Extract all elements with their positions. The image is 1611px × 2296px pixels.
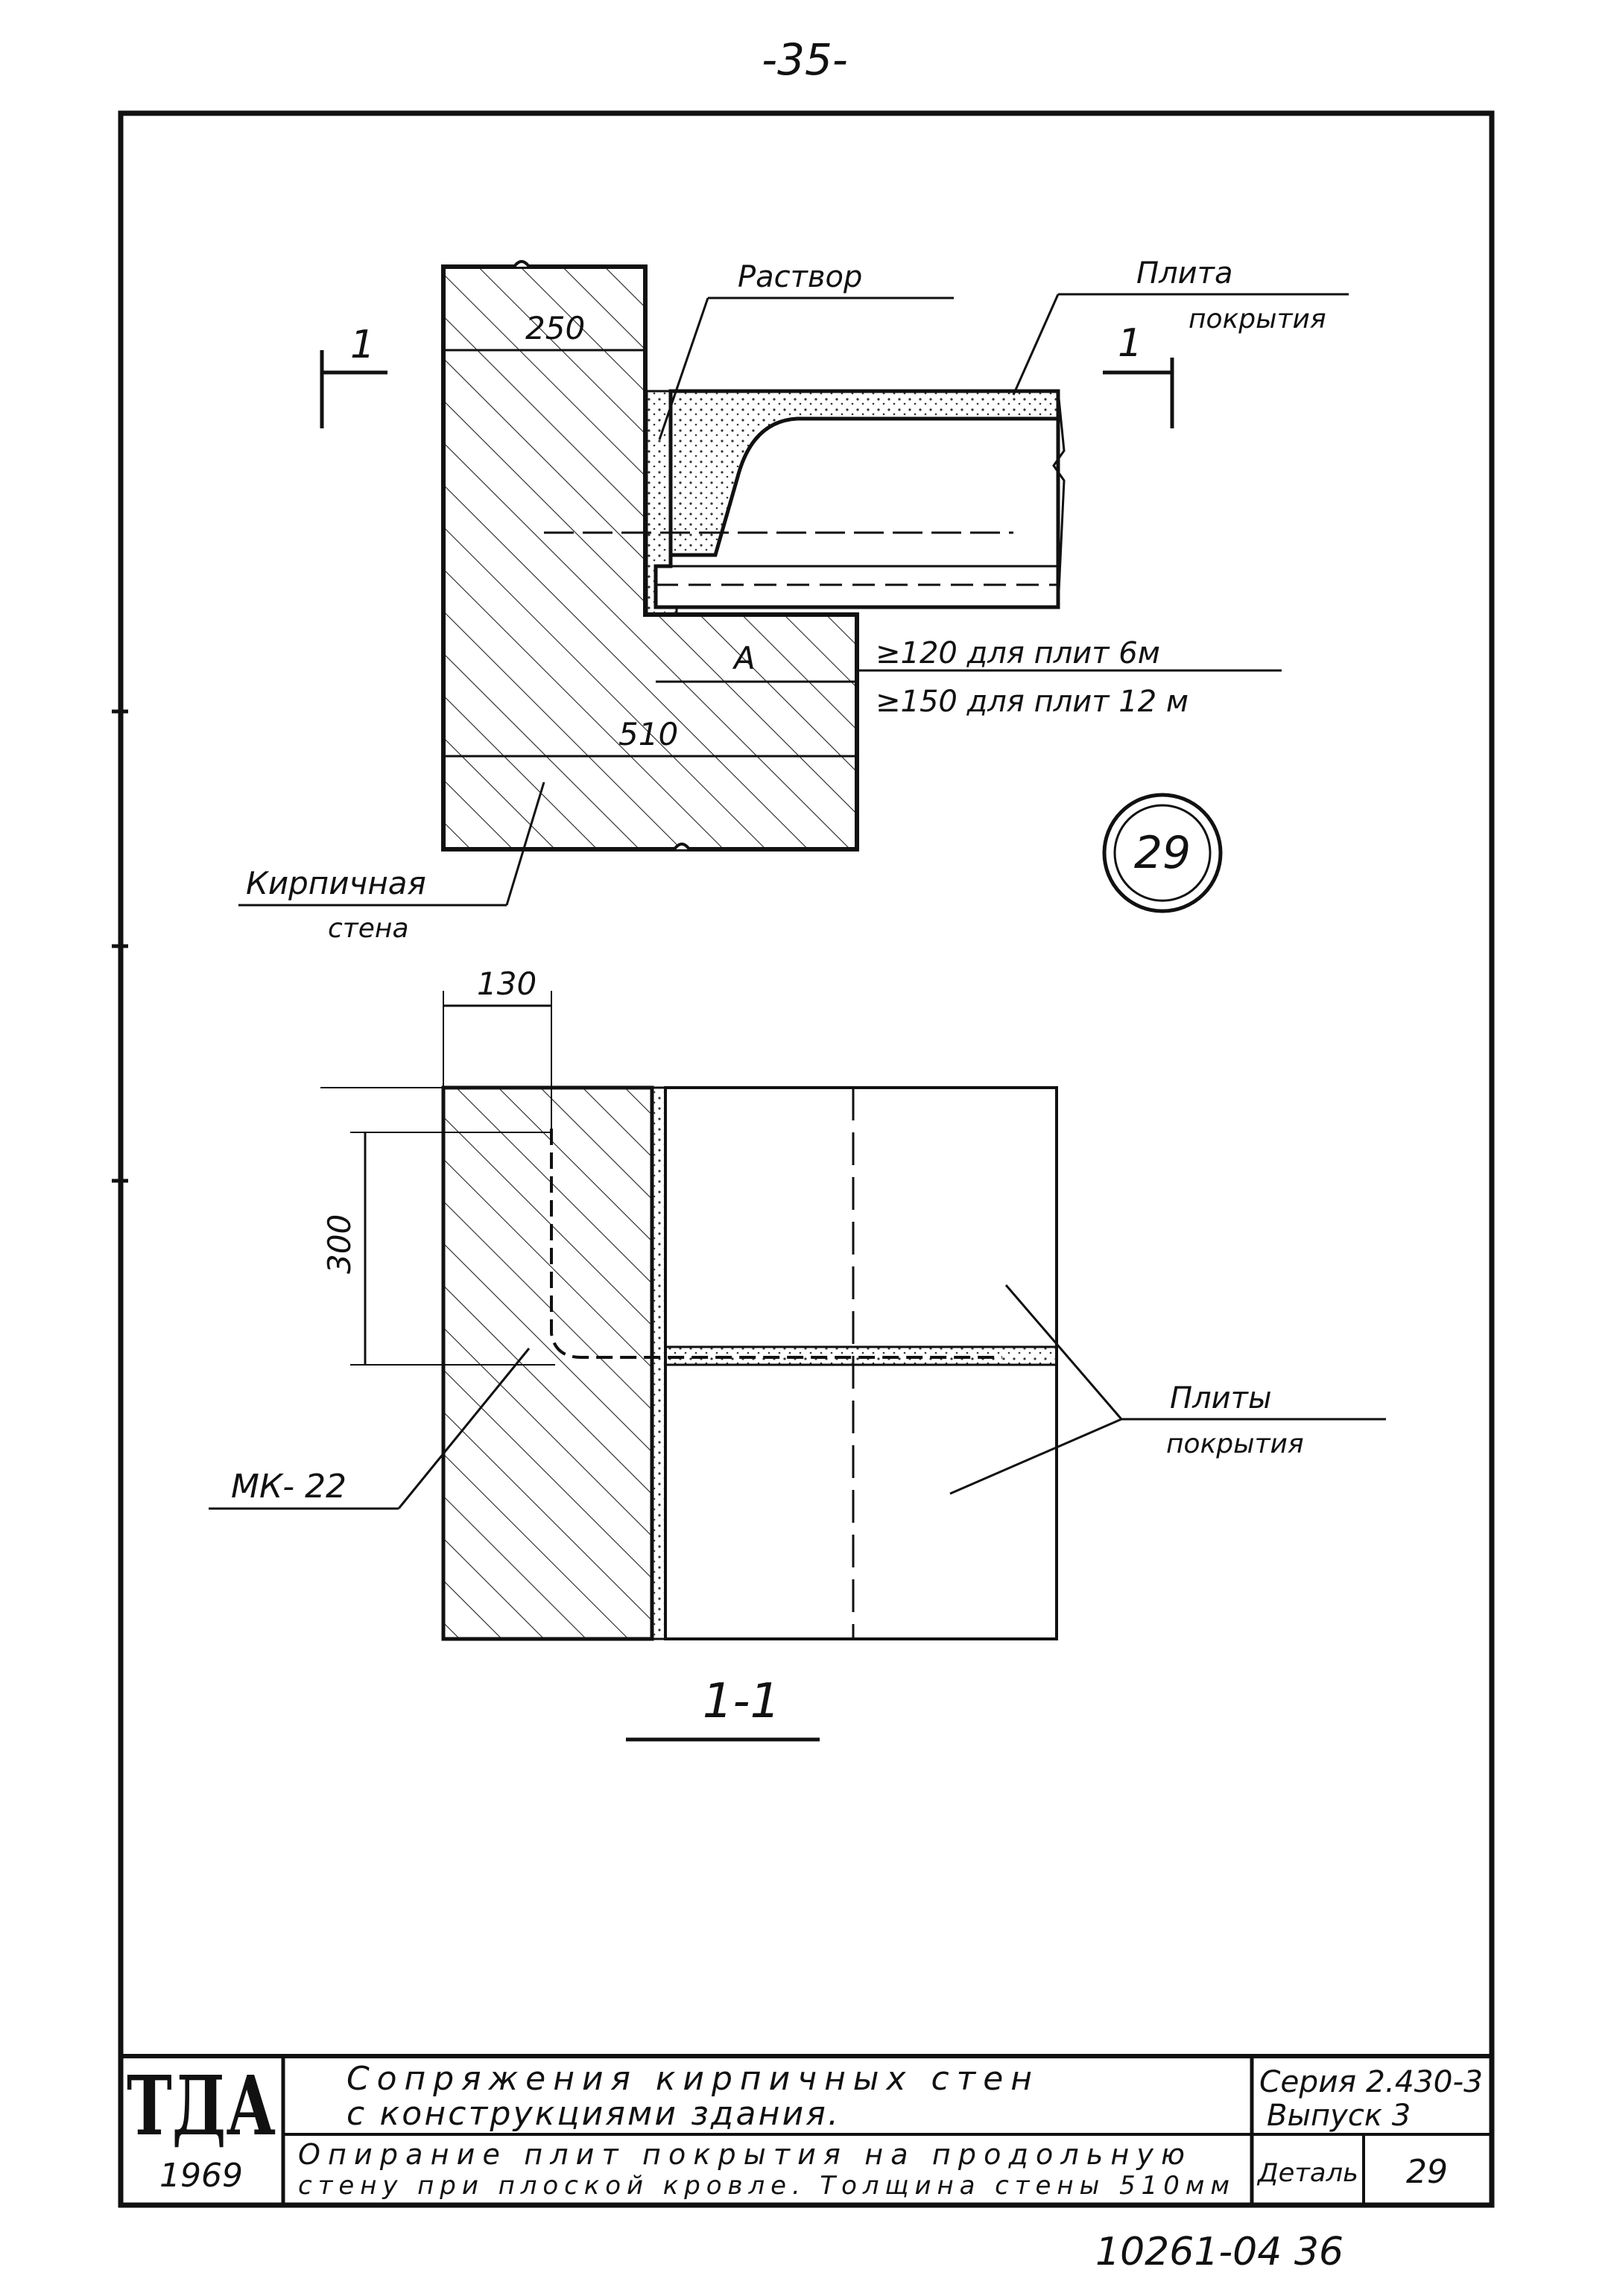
label-slabs-1: Плиты: [1170, 1381, 1272, 1415]
label-slabs-2: покрытия: [1166, 1429, 1304, 1459]
leader-slab: [1012, 294, 1060, 396]
section-wall-hatch: [441, 1085, 654, 1641]
dim-130: 130: [477, 965, 537, 1002]
slab-top-chord: [668, 389, 1060, 557]
section-mark-right: 1: [1103, 321, 1174, 428]
detail-label: Деталь: [1256, 2158, 1358, 2188]
leader-mortar: [658, 297, 709, 440]
brick-wall-hatch: [441, 264, 859, 852]
series-line-2: Выпуск 3: [1267, 2099, 1411, 2133]
detail-mark: 29: [1102, 793, 1223, 913]
footer-code: 10261-04 36: [1095, 2230, 1343, 2274]
dim-250: 250: [525, 310, 585, 346]
leader-wall: [505, 781, 545, 906]
page-number: -35-: [762, 34, 848, 85]
svg-text:29: 29: [1134, 827, 1191, 879]
logo: ТДА: [127, 2058, 276, 2154]
label-slab-2: покрытия: [1189, 304, 1326, 334]
svg-text:1: 1: [350, 323, 375, 367]
dim-300: 300: [321, 1214, 358, 1274]
subtitle-line-2: стену при плоской кровле. Толщина стены …: [298, 2171, 1229, 2201]
leader-slabs-1: [1004, 1284, 1123, 1420]
top-view: 250 510 A ≥120 для плит 6м ≥150 для плит…: [238, 256, 1349, 944]
leader-anchor: [397, 1348, 531, 1509]
subtitle-line-1: Опирание плит покрытия на продольную: [298, 2138, 1185, 2171]
label-wall-2: стена: [328, 913, 409, 944]
section-title: 1-1: [703, 1674, 781, 1729]
label-wall-1: Кирпичная: [246, 865, 426, 901]
note-150: ≥150 для плит 12 м: [876, 685, 1189, 719]
label-slab-1: Плита: [1136, 256, 1232, 291]
slab-break: [1052, 390, 1066, 608]
break-mark-top: [513, 260, 531, 268]
detail-number: 29: [1406, 2153, 1448, 2191]
label-anchor: МК- 22: [231, 1468, 346, 1506]
title-line-2: с конструкциями здания.: [346, 2095, 838, 2133]
dim-a: A: [732, 640, 756, 676]
title-line-1: Сопряжения кирпичных стен: [346, 2060, 1032, 2098]
leader-slabs-2: [949, 1418, 1122, 1495]
series-line-1: Серия 2.430-3: [1259, 2065, 1483, 2099]
section-mark-left: 1: [320, 323, 387, 428]
section-mortar: [651, 1086, 667, 1640]
svg-text:1: 1: [1118, 321, 1142, 366]
anchor-mk22: [550, 1129, 1002, 1359]
year: 1969: [159, 2157, 243, 2195]
dim-510: 510: [618, 716, 678, 752]
title-block: ТДА 1969 Сопряжения кирпичных стен с кон…: [121, 2054, 1492, 2205]
note-120: ≥120 для плит 6м: [876, 636, 1160, 670]
break-mark-bottom: [673, 843, 691, 851]
label-mortar: Раствор: [738, 260, 862, 294]
sheet-frame: [118, 110, 1495, 2208]
section-view: 300 130 МК- 22 Плиты покрытия 1-1: [112, 709, 1386, 1742]
